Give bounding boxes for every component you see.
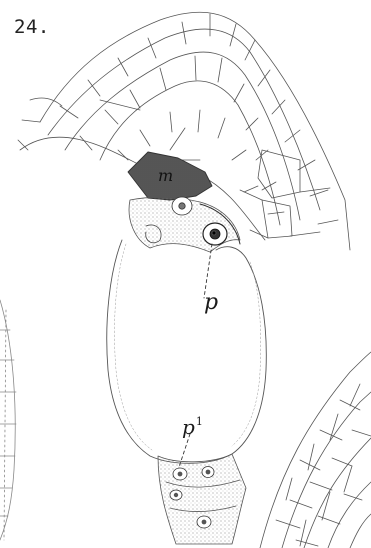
label-p1-superscript: 1 [196,415,203,428]
figure-number: 24. [14,16,50,38]
label-p: p [204,290,218,315]
label-p1: p1 [182,415,203,439]
right-lower-tissue [260,352,371,548]
label-p1-base: p [182,415,195,439]
left-edge-tissue [0,300,16,540]
label-m: m [158,166,173,185]
lower-cell-cluster [158,454,246,544]
